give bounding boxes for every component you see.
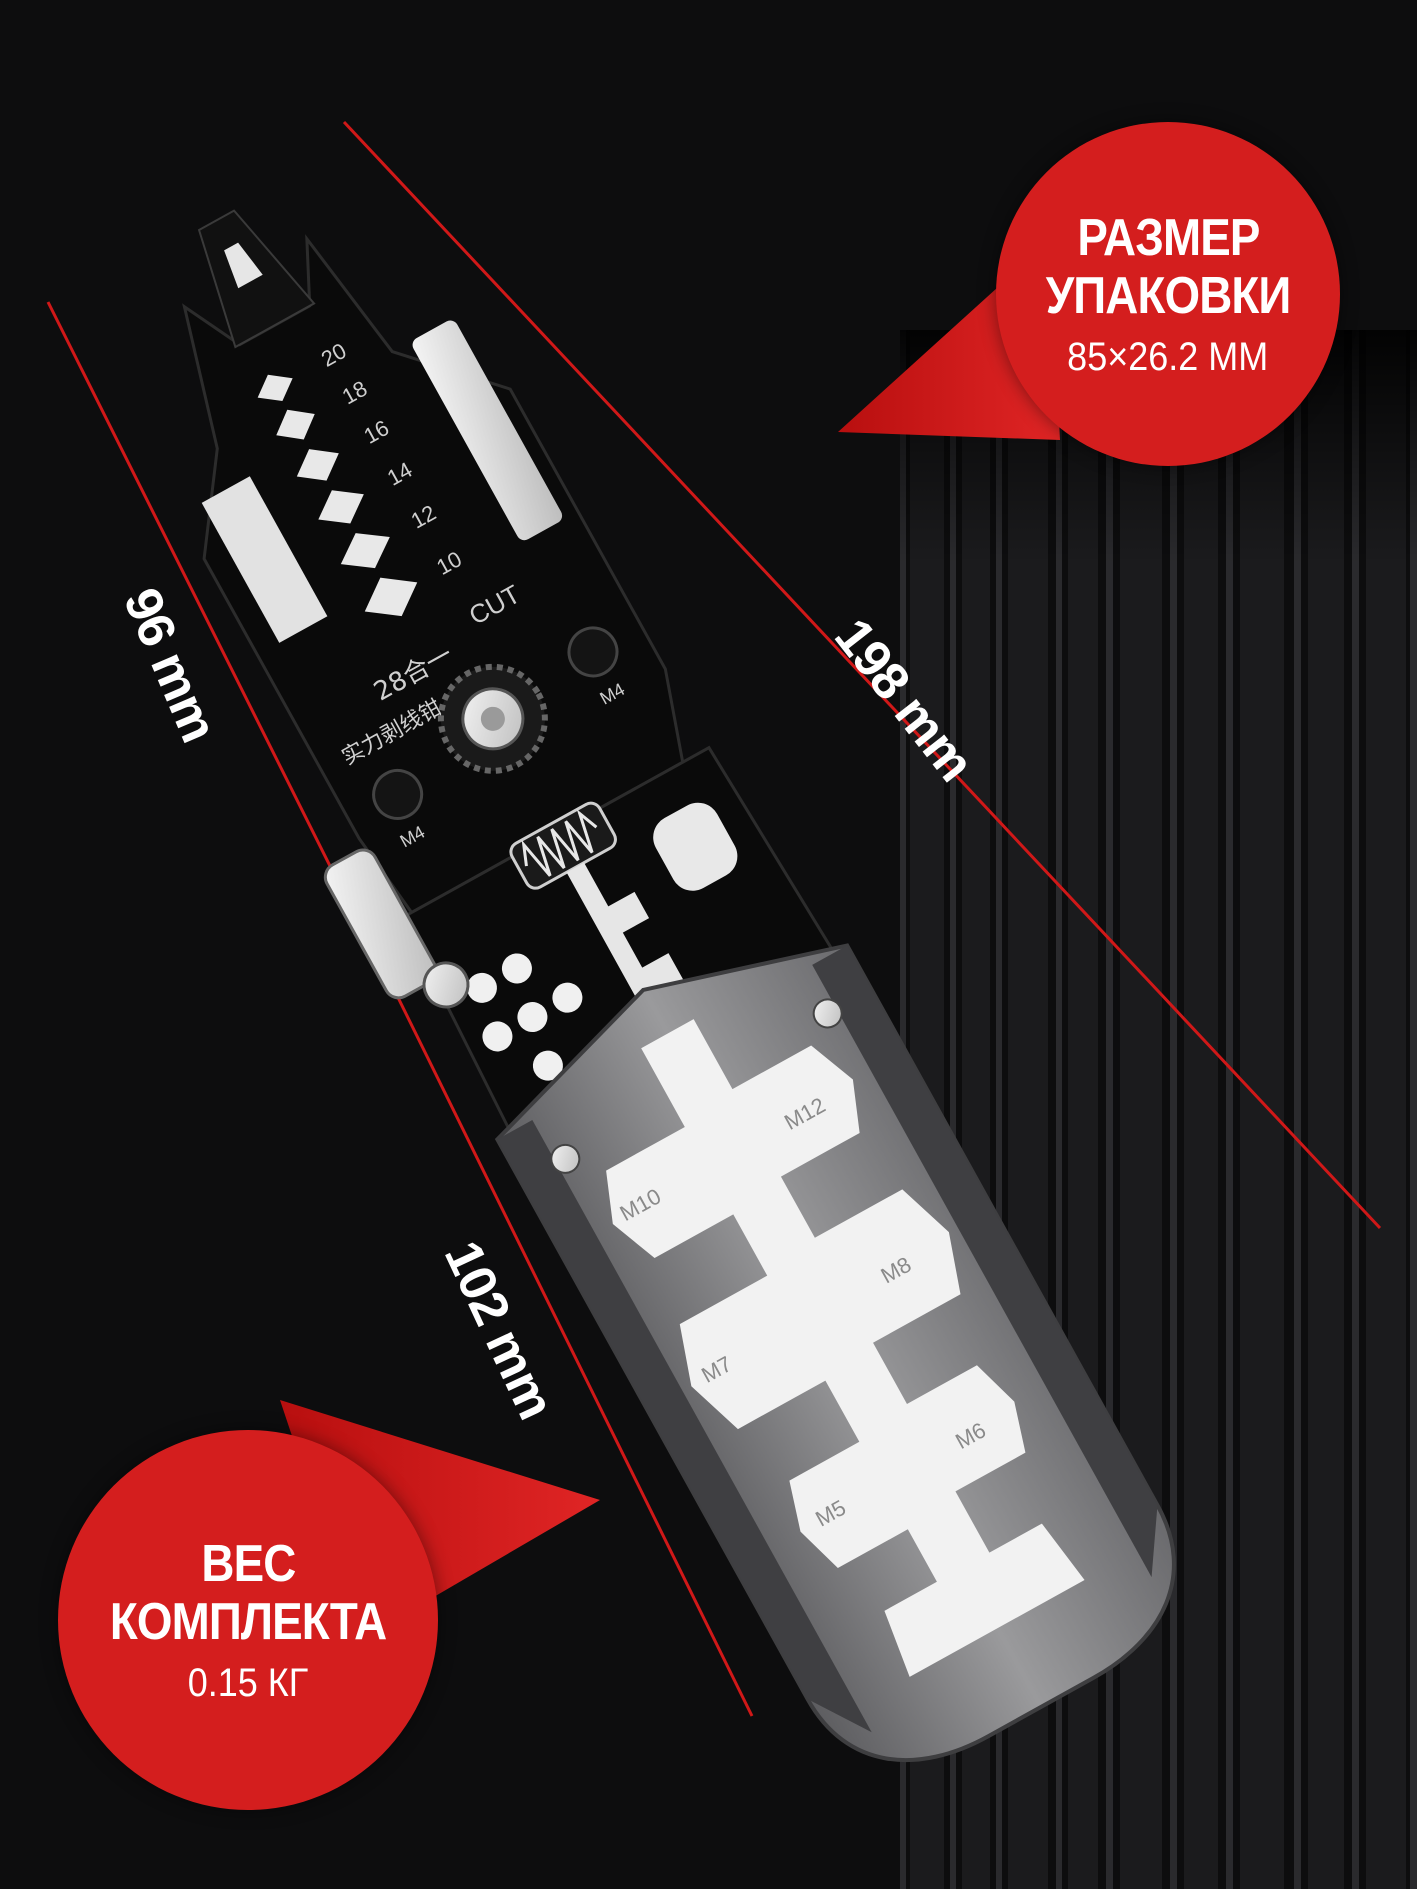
weight-title-line1: ВЕС [201, 1534, 296, 1593]
weight-value: 0.15 КГ [187, 1660, 309, 1705]
wire-stripper-tool: 20 18 16 14 12 10 CUT 28合一 实力剥线钳 M4 M [182, 209, 1176, 1762]
width-guide-line [46, 301, 354, 911]
length-guide-line [342, 120, 1382, 1230]
right-cutout [653, 802, 738, 891]
package-size-badge: РАЗМЕР УПАКОВКИ 85×26.2 MM [996, 122, 1340, 466]
package-size-title-line2: УПАКОВКИ [1045, 266, 1292, 325]
crimp-cutout [201, 476, 328, 643]
weight-badge: ВЕС КОМПЛЕКТА 0.15 КГ [58, 1430, 438, 1810]
package-size-title-line1: РАЗМЕР [1076, 208, 1260, 267]
thread-hole-right [567, 626, 619, 678]
handle-rivet-left [550, 1143, 581, 1174]
tool-nose [197, 209, 316, 349]
lever-screw [422, 961, 470, 1009]
weight-title-line2: КОМПЛЕКТА [109, 1592, 387, 1651]
gauge-holes [466, 953, 583, 1081]
handle-rivet-right [812, 998, 843, 1029]
stripping-notches [257, 374, 418, 617]
wrench-cutout [606, 1019, 1085, 1677]
handle-shadow-right [812, 945, 1158, 1578]
lock-lever [323, 848, 438, 1000]
cutter-blade [412, 320, 563, 541]
handle-shadow-left [497, 1120, 872, 1733]
nose-tip-highlight [224, 242, 263, 289]
thread-hole-left [372, 768, 424, 820]
package-size-value: 85×26.2 MM [1067, 334, 1269, 379]
pivot-bolt-center [480, 706, 505, 731]
handle-guide-line [380, 964, 754, 1717]
